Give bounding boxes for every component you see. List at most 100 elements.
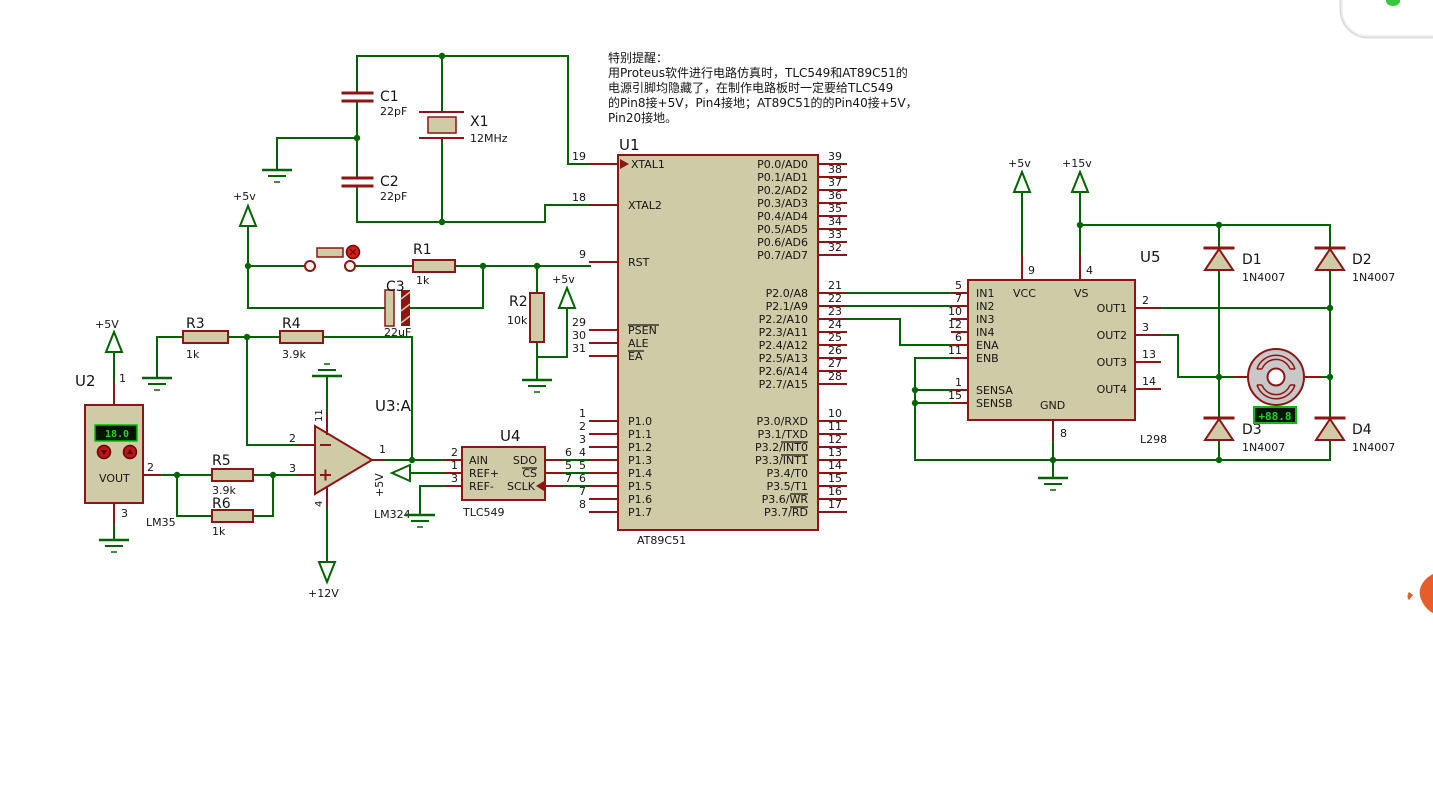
resistor-r3[interactable] — [182, 330, 229, 344]
u5-pin-name: SENSA — [976, 384, 1013, 397]
u4-pin-name: SDO — [513, 454, 537, 467]
crystal-x1[interactable] — [427, 116, 457, 134]
opamp-u3a[interactable]: +12V 2 3 1 11 4 U3:A LM324 — [289, 363, 446, 600]
junction-dot — [1215, 456, 1223, 464]
u1-pin-num: 31 — [572, 342, 586, 355]
u4-pin-name: REF+ — [469, 467, 499, 480]
diode-d4[interactable] — [1314, 417, 1346, 441]
diode-d2[interactable] — [1314, 247, 1346, 271]
u1-pin-num: 25 — [828, 331, 842, 344]
u1-pin-name: P2.7/A15 — [759, 378, 808, 391]
u1-ref: U1 — [619, 136, 640, 154]
u1-left-stubs — [589, 163, 619, 513]
power-arrow-5v[interactable] — [238, 203, 258, 227]
u5-part: L298 — [1140, 433, 1167, 446]
temperature-sensor-u2[interactable]: +5V 18.0 VOUT U2 1 2 3 LM35 R5 3.9k R6 1… — [75, 318, 299, 553]
u5-pin-name: IN4 — [976, 326, 994, 339]
l298-body[interactable] — [967, 279, 1136, 421]
button-pad[interactable] — [344, 260, 356, 272]
u5-pin-name: VCC — [1013, 287, 1036, 300]
driver-u5[interactable]: U5 L298 +5v +15v IN1 IN2 IN3 IN4 ENA ENB… — [845, 157, 1331, 491]
tlc549-body[interactable] — [461, 446, 546, 501]
u3-part: LM324 — [374, 508, 411, 521]
u1-pin-name: P3.6/WR — [762, 493, 809, 506]
junction-dot — [1215, 221, 1223, 229]
r1-ref: R1 — [413, 242, 432, 258]
feedback-wires[interactable] — [156, 336, 413, 461]
u1-pin-name: P3.1/TXD — [757, 428, 808, 441]
junction-dot — [1326, 373, 1334, 381]
adc-u4[interactable]: +5V U4 TLC549 AIN REF+ REF- SDO CS SCLK … — [373, 427, 591, 528]
overlay-widget[interactable] — [1339, 0, 1433, 39]
junction-dot — [243, 333, 251, 341]
u1-pin-name: P0.2/AD2 — [757, 184, 808, 197]
power-arrow-12v[interactable] — [317, 561, 337, 585]
at89c51-body[interactable] — [617, 154, 819, 531]
power-arrow-5v[interactable] — [1012, 169, 1032, 193]
junction-dot — [353, 134, 361, 142]
reset-wires[interactable] — [247, 225, 591, 381]
u1-pin-name: P0.4/AD4 — [757, 210, 808, 223]
resistor-r5[interactable] — [211, 468, 254, 482]
u3-inv-num: 2 — [289, 432, 296, 445]
power-arrow-5v[interactable] — [557, 285, 577, 309]
capacitor-c3-plate[interactable] — [384, 289, 395, 327]
r3-value: 1k — [186, 348, 200, 361]
resistor-r2[interactable] — [529, 292, 545, 343]
power-arrow-5v[interactable] — [104, 329, 124, 353]
feedback-network[interactable]: R3 1k R4 3.9k — [142, 316, 413, 461]
diode-d1[interactable] — [1203, 247, 1235, 271]
dc-motor[interactable]: +88.8 — [1233, 348, 1321, 424]
u1-pin-name: P2.2/A10 — [759, 313, 808, 326]
power-arrow-15v[interactable] — [1070, 169, 1090, 193]
u4-pin-num: 5 — [565, 459, 572, 472]
capacitor-c1[interactable] — [341, 91, 374, 103]
button-pad[interactable] — [304, 260, 316, 272]
plus-input-icon — [320, 469, 331, 481]
u1-pin-num: 11 — [828, 420, 842, 433]
crystal-x1-plates[interactable] — [419, 111, 464, 139]
u1-part: AT89C51 — [637, 534, 686, 547]
resistor-r6[interactable] — [211, 509, 254, 523]
power-label-5v: +5V — [95, 318, 119, 331]
u4-pin-name: CS — [522, 467, 537, 480]
diode-d3[interactable] — [1203, 417, 1235, 441]
diode-bridge[interactable]: D1 1N4007 D2 1N4007 D3 1N4007 D4 1N4007 — [1203, 221, 1395, 464]
u1-pin-num: 23 — [828, 305, 842, 318]
u4-pin-num: 1 — [451, 459, 458, 472]
power-arrow-ref5v[interactable] — [389, 463, 411, 483]
xtal1-input-arrow-icon — [620, 159, 629, 169]
u5-pin-num: 13 — [1142, 348, 1156, 361]
u4-wires[interactable] — [407, 459, 591, 516]
resistor-r1[interactable] — [412, 259, 456, 273]
reset-button[interactable] — [316, 247, 344, 258]
x1-ref: X1 — [470, 114, 489, 130]
u1-pin-name: P3.7/RD — [764, 506, 808, 519]
resistor-r4[interactable] — [279, 330, 324, 344]
opamp-triangle[interactable] — [314, 424, 374, 496]
c3-hatch — [400, 291, 411, 324]
u1-pin-num: 1 — [579, 407, 586, 420]
reset-circuit[interactable]: +5v R1 1k C3 22uF R2 10k +5v — [233, 190, 591, 393]
u1-pin-name: PSEN — [628, 324, 657, 337]
c1-value: 22pF — [380, 105, 407, 118]
r2-ref: R2 — [509, 294, 528, 310]
u3-out-num: 1 — [379, 443, 386, 456]
u1-pin-num: 8 — [579, 498, 586, 511]
u4-pin-stubs — [444, 459, 563, 487]
diode-wires[interactable] — [1218, 224, 1331, 461]
crystal-circuit[interactable]: C1 22pF C2 22pF X1 12MHz — [262, 52, 591, 226]
u5-pin-name: ENB — [976, 352, 999, 365]
u5-pin-name: OUT2 — [1097, 329, 1127, 342]
capacitor-c2[interactable] — [341, 176, 374, 188]
u3-vneg-num: 11 — [314, 409, 325, 422]
junction-dot — [408, 456, 416, 464]
c2-value: 22pF — [380, 190, 407, 203]
u4-ref: U4 — [500, 427, 521, 445]
mcu-u1[interactable]: U1 AT89C51 XTAL1 XTAL2 RST PSEN ALE EA P… — [572, 136, 847, 547]
power-label-15v: +15v — [1062, 157, 1092, 170]
u1-pin-num: 22 — [828, 292, 842, 305]
u1-pin-name: P1.0 — [628, 415, 652, 428]
note-line-5: Pin20接地。 — [608, 110, 677, 125]
junction-dot — [438, 218, 446, 226]
